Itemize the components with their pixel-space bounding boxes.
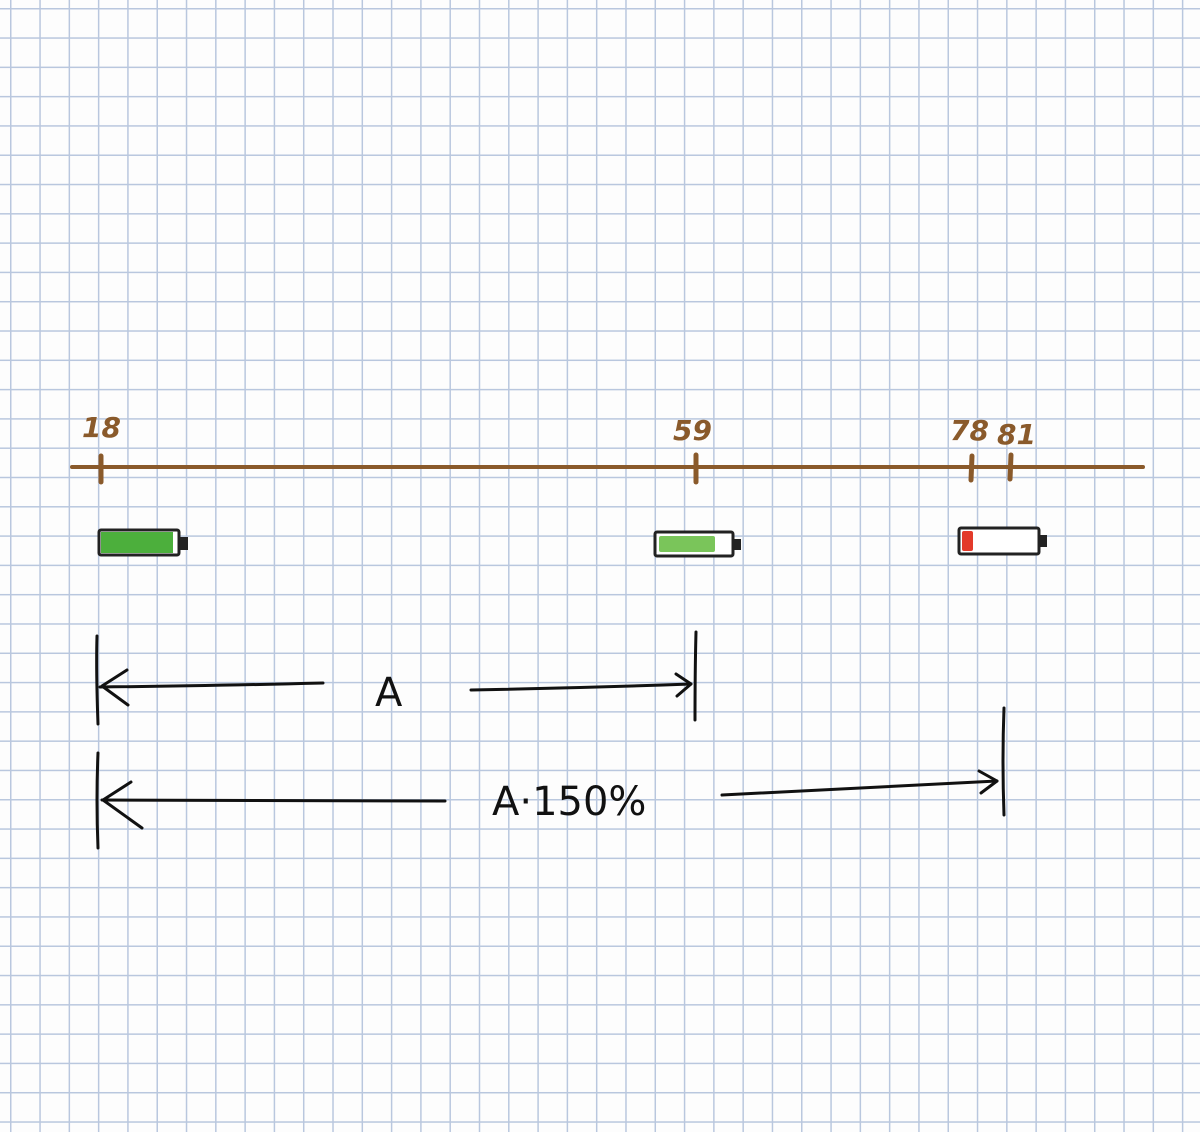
span-a150-left-bracket [95,751,100,850]
span-a150-label: A·150% [492,779,646,825]
battery-charge-fill [101,532,173,553]
span-a-label: A [375,670,403,716]
tick-label-78: 78 [950,414,989,447]
span-a-left-arrowhead [100,668,130,707]
span-a150-right-arrowhead [977,769,999,795]
battery-half-icon [653,530,741,558]
span-a150-left-arrowhead [101,780,144,830]
tick-label-59: 59 [673,414,712,447]
span-a-right-arrowhead [674,672,693,698]
battery-charge-fill [659,536,715,552]
battery-terminal [734,539,741,550]
battery-body [957,526,1041,556]
span-a-right-arrow-line [469,682,693,692]
tick-mark-81 [1007,452,1014,482]
span-a150-right-bracket [1001,706,1006,817]
battery-full-icon [97,528,188,557]
battery-terminal [1040,535,1047,547]
tick-label-18: 18 [82,411,121,444]
span-a150-left-arrow-line [100,798,447,803]
span-a: A [95,630,698,726]
span-a-left-arrow-line [98,681,325,689]
span-a150-right-arrow-line [720,779,999,797]
battery-charge-fill [962,531,973,551]
timeline: 18 59 78 81 [70,411,1145,485]
battery-terminal [180,537,188,550]
tick-label-81: 81 [997,418,1036,451]
span-a-150: A·150% [95,706,1006,850]
tick-mark-78 [968,453,975,483]
span-a-right-bracket [693,630,698,722]
span-a-left-bracket [95,634,100,726]
battery-low-icon [957,526,1047,556]
